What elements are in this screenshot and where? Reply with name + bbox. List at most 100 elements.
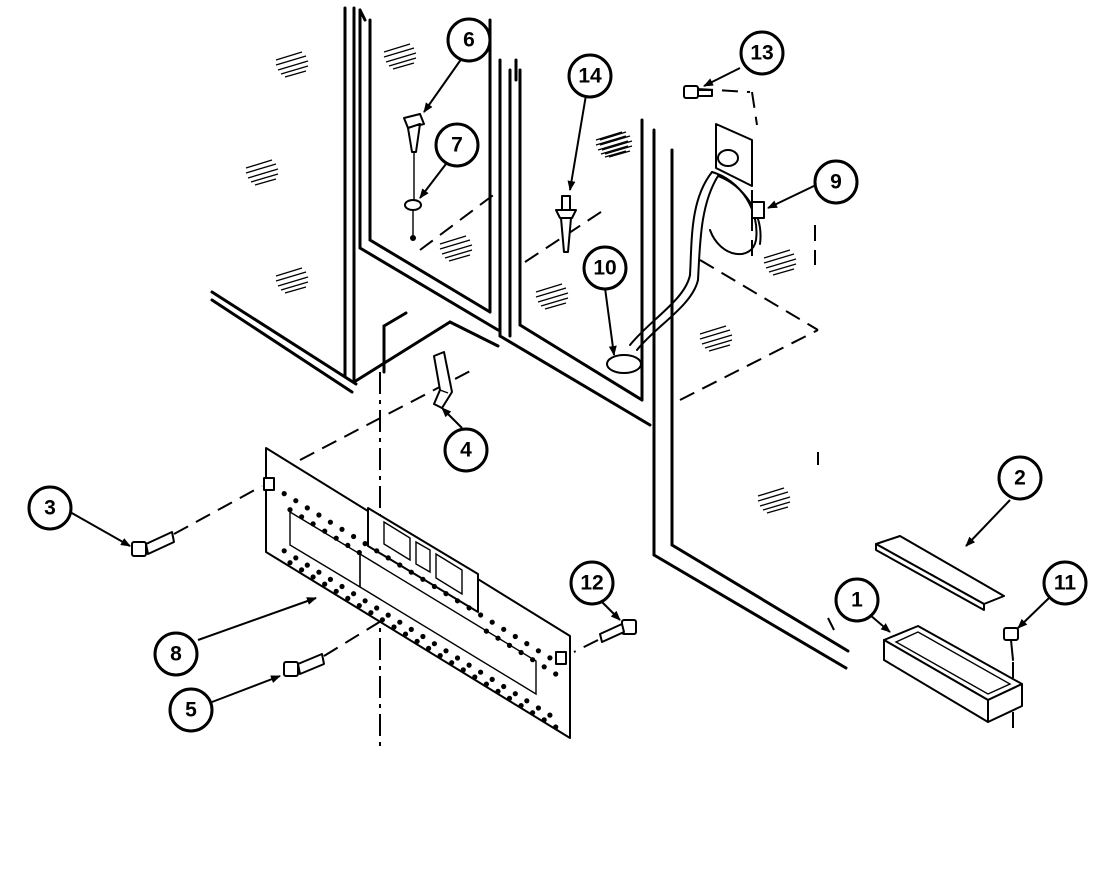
grille-perforation (339, 526, 345, 532)
grille-perforation (327, 576, 333, 583)
grille-perforation (530, 657, 536, 663)
grille-perforation (506, 695, 513, 702)
part-8-toe-grille (263, 447, 571, 739)
callout-7: 7 (434, 122, 480, 168)
callout-3-label: 3 (44, 497, 56, 520)
grille-perforation (524, 641, 530, 647)
grille-perforation (281, 548, 287, 554)
grille-perforation (426, 645, 432, 652)
grille-perforation (512, 633, 518, 640)
grille-perforation (524, 698, 530, 704)
callout-12: 12 (569, 560, 615, 606)
grille-perforation (293, 498, 299, 504)
grille-perforation (449, 660, 455, 666)
grille-perforation (322, 528, 328, 534)
grille-perforation (478, 669, 484, 675)
grille-perforation (460, 667, 466, 673)
grille-perforation (512, 691, 518, 697)
grille-perforation (466, 605, 472, 611)
grille-perforation (506, 642, 513, 649)
grille-perforations (281, 491, 559, 730)
grille-perforation (466, 662, 472, 668)
part-13-screw (683, 85, 713, 99)
grille-perforation (472, 674, 478, 680)
grille-perforation (518, 649, 524, 656)
grille-perforation (374, 548, 380, 554)
grille-perforation (339, 583, 345, 590)
part-10-grommet (606, 354, 642, 374)
grille-perforation (501, 683, 507, 690)
callout-13-label: 13 (750, 42, 773, 65)
grille-perforation (518, 703, 524, 709)
callout-5-label: 5 (185, 699, 197, 722)
grille-perforation (362, 598, 368, 604)
grille-perforation (530, 710, 536, 716)
grille-perforation (316, 512, 322, 518)
grille-perforation (333, 588, 339, 594)
grille-perforation (351, 533, 357, 540)
grille-perforation (489, 676, 495, 683)
part-5-screw (283, 617, 387, 677)
grille-perforation (316, 569, 322, 575)
callout-2-label: 2 (1014, 467, 1026, 490)
grille-perforation (541, 717, 547, 723)
grille-perforation (333, 535, 339, 541)
grille-perforation (437, 653, 443, 659)
grille-perforation (397, 562, 403, 568)
callout-8-label: 8 (170, 643, 182, 666)
callout-7-label: 7 (451, 134, 463, 157)
grille-perforation (553, 671, 559, 677)
grille-perforation (547, 655, 553, 661)
grille-perforation (345, 542, 351, 549)
cabinet-right-section (514, 58, 850, 670)
grille-perforation (397, 619, 403, 625)
grille-perforation (287, 560, 293, 566)
grille-perforation (408, 626, 414, 633)
callout-3: 3 (27, 485, 73, 531)
grille-perforation (535, 648, 542, 654)
grille-perforation (281, 491, 287, 497)
grille-perforation (356, 603, 362, 609)
grille-perforation (402, 631, 409, 637)
grille-perforation (391, 624, 397, 630)
callout-1: 1 (834, 577, 880, 623)
callout-9-label: 9 (830, 171, 842, 194)
callout-10: 10 (582, 245, 628, 291)
grille-perforation (310, 574, 316, 580)
grille-perforation (310, 521, 316, 527)
callout-6-label: 6 (463, 29, 475, 52)
callout-6: 6 (446, 17, 492, 63)
grille-perforation (287, 507, 293, 513)
grille-perforation (351, 591, 357, 597)
part-7-washer (404, 199, 422, 241)
grille-perforation (374, 605, 380, 611)
grille-perforation (420, 633, 426, 640)
callout-9: 9 (813, 159, 859, 205)
grille-perforation (495, 635, 501, 641)
part-2-cover (875, 535, 1005, 611)
callout-12-label: 12 (580, 572, 603, 595)
grille-perforation (362, 541, 368, 547)
part-9-cord-clamp (751, 201, 765, 219)
grille-perforation (483, 681, 489, 687)
grille-perforation (356, 549, 362, 556)
callout-14-label: 14 (578, 65, 602, 88)
grille-perforation (501, 626, 507, 632)
grille-perforation (495, 688, 501, 694)
grille-perforation (304, 562, 310, 568)
grille-perforation (547, 712, 553, 718)
grille-perforation (385, 555, 391, 561)
grille-perforation (483, 628, 489, 634)
callout-11: 11 (1042, 560, 1088, 606)
grille-perforation (299, 567, 305, 573)
grille-perforation (414, 638, 420, 644)
grille-perforation (443, 648, 449, 654)
grille-perforation (489, 619, 495, 625)
part-12-screw (573, 619, 637, 653)
grille-perforation (345, 595, 351, 602)
grille-perforation (293, 555, 299, 561)
part-6-screw (403, 113, 425, 205)
callout-1-label: 1 (851, 589, 863, 612)
grille-perforation (443, 591, 449, 597)
callout-10-label: 10 (593, 257, 616, 280)
